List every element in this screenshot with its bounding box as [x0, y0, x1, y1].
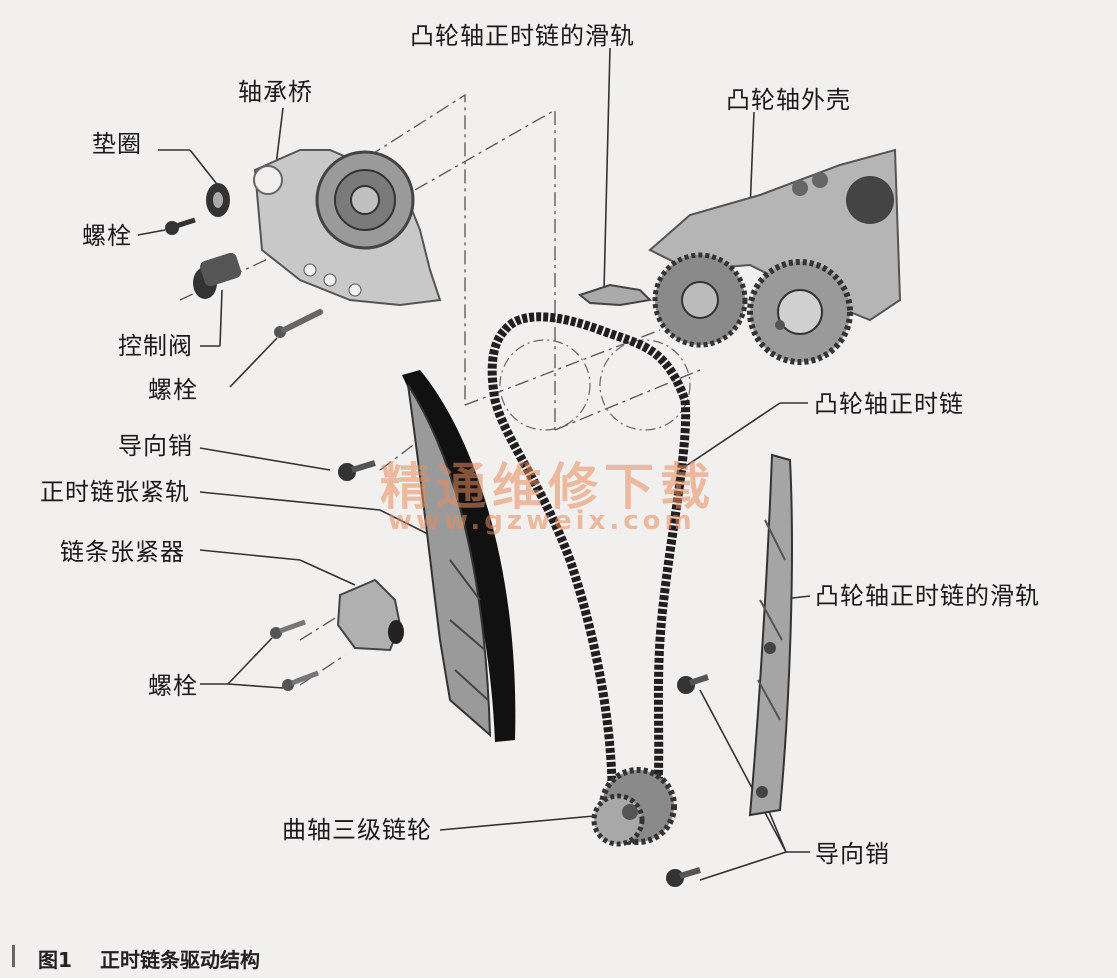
crank-sprocket-part — [591, 767, 677, 847]
label-control-valve: 控制阀 — [118, 332, 193, 360]
timing-chain — [487, 312, 691, 845]
label-bolts-bottom: 螺栓 — [148, 672, 198, 700]
bolt-lower-2-part — [282, 670, 319, 691]
label-cam-timing-chain: 凸轮轴正时链 — [814, 390, 964, 418]
guide-pin-left-part — [338, 460, 376, 481]
bolt-lower-1-part — [270, 619, 306, 639]
sprocket-outlines — [499, 339, 691, 431]
label-chain-tensioner: 链条张紧器 — [60, 538, 185, 566]
guide-pin-right-1-part — [677, 674, 709, 694]
camshaft-sprocket-a — [652, 252, 748, 348]
bearing-bridge — [253, 149, 442, 307]
label-bolt-top: 螺栓 — [82, 222, 132, 250]
guide-pin-right-2-part — [666, 867, 701, 887]
label-guide-pin-left: 导向销 — [118, 432, 193, 460]
caption-title: 正时链条驱动结构 — [100, 948, 260, 972]
label-cam-chain-rail-right: 凸轮轴正时链的滑轨 — [815, 582, 1040, 610]
washer-part — [206, 183, 230, 217]
caption-marker — [12, 945, 15, 967]
bolt-mid-part — [274, 309, 323, 338]
upper-chain-rail-part — [577, 283, 653, 307]
label-tensioner-rail: 正时链张紧轨 — [40, 478, 190, 506]
label-crank-sprocket: 曲轴三级链轮 — [282, 816, 432, 844]
label-cam-housing: 凸轮轴外壳 — [726, 86, 851, 114]
label-bearing-bridge: 轴承桥 — [238, 78, 313, 106]
right-chain-rail-part — [748, 453, 793, 817]
camshaft-sprocket-b — [747, 259, 853, 365]
tensioner-rail-part — [402, 370, 516, 742]
chain-tensioner-part — [336, 578, 404, 652]
label-washer: 垫圈 — [92, 130, 142, 158]
watermark-url: www.gzweix.com — [388, 506, 696, 536]
label-guide-pin-right: 导向销 — [815, 840, 890, 868]
control-valve-part — [193, 252, 242, 299]
bolt-top-part — [165, 217, 196, 235]
caption-number: 图1 — [38, 948, 72, 972]
label-cam-chain-rail-top: 凸轮轴正时链的滑轨 — [410, 22, 635, 50]
label-bolt-mid: 螺栓 — [148, 376, 198, 404]
watermark-text: 精通维修下载 — [380, 458, 716, 516]
